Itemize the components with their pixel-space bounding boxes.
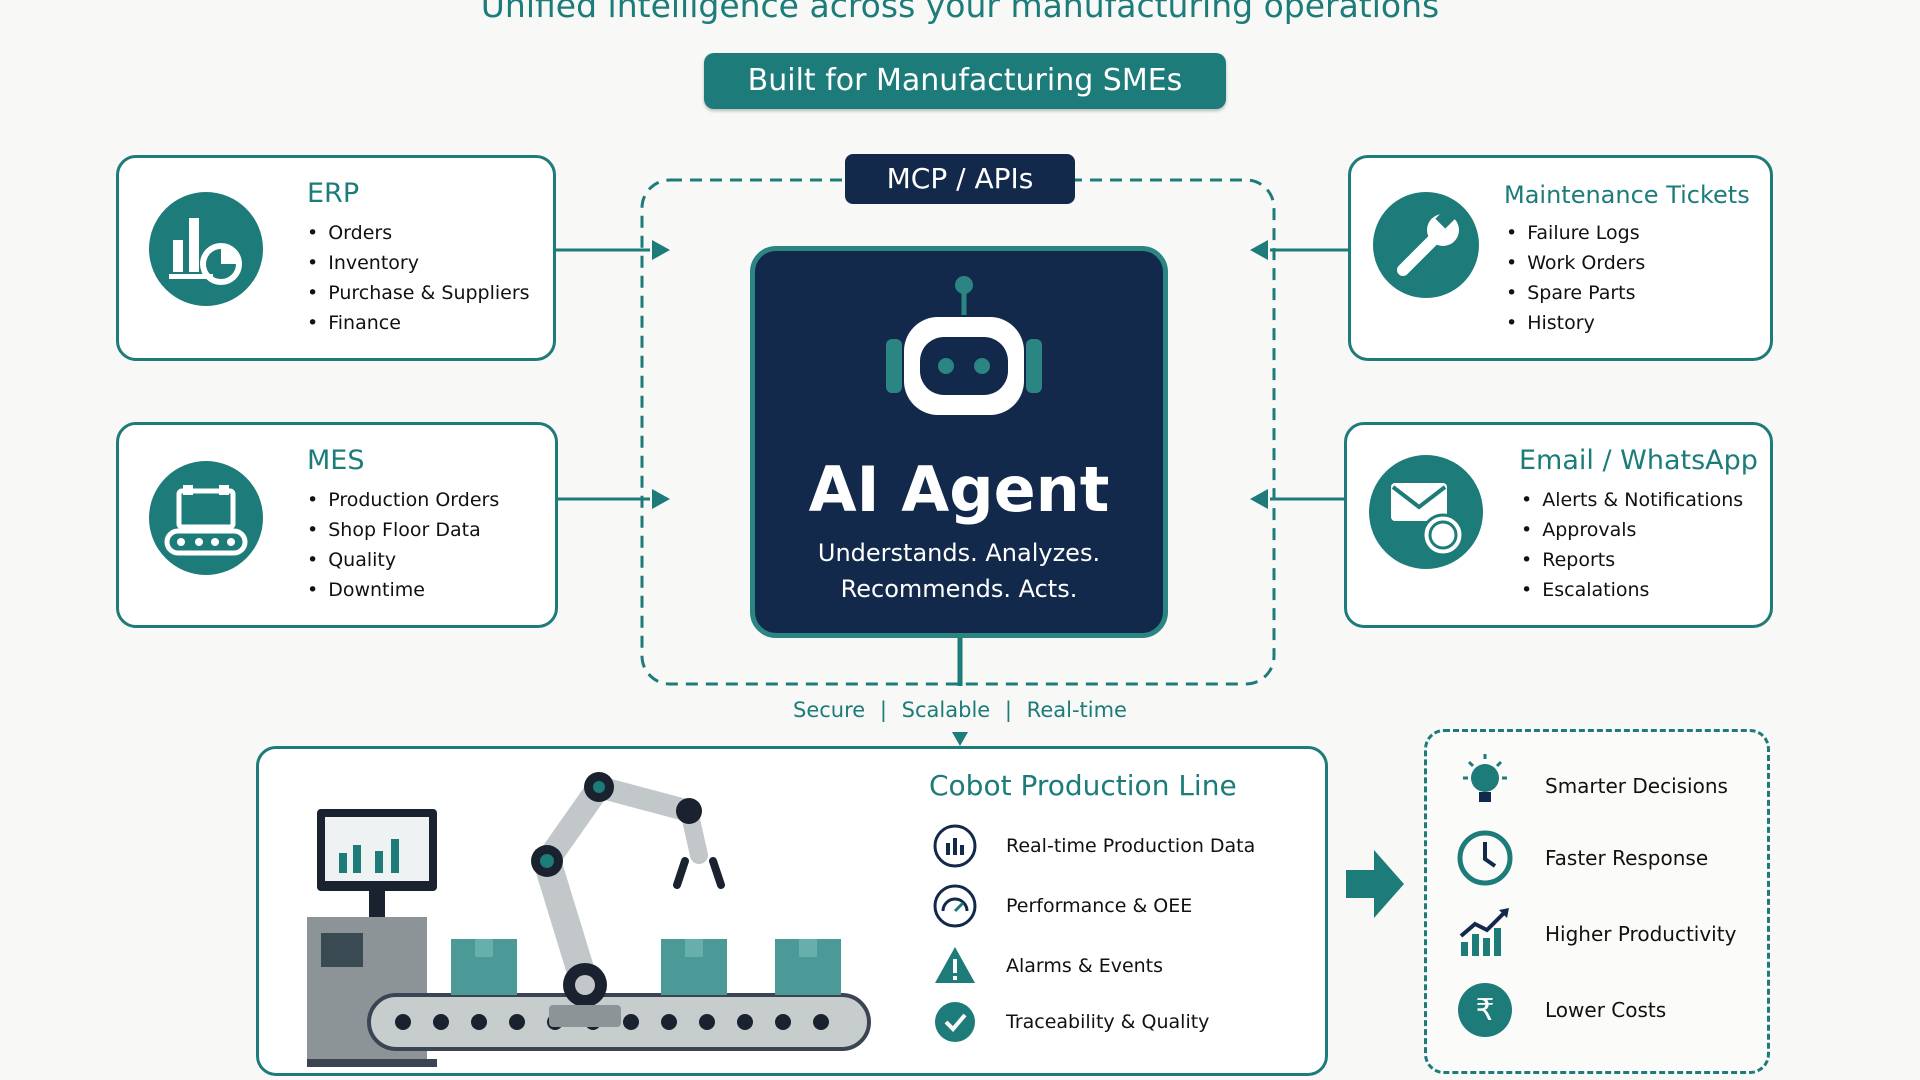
list-item: Reports xyxy=(1521,545,1743,575)
list-item: Orders xyxy=(307,218,530,248)
bar-chart-icon xyxy=(933,824,977,868)
maintenance-title: Maintenance Tickets xyxy=(1504,181,1750,209)
maintenance-list: Failure Logs Work Orders Spare Parts His… xyxy=(1506,218,1645,338)
list-item: Alerts & Notifications xyxy=(1521,485,1743,515)
erp-title: ERP xyxy=(307,178,360,209)
robot-arm xyxy=(531,772,725,1027)
bar-pie-chart-icon xyxy=(169,218,242,285)
mcp-apis-label: MCP / APIs xyxy=(845,154,1075,204)
tagline: Secure | Scalable | Real-time xyxy=(700,698,1220,722)
maintenance-card: Maintenance Tickets Failure Logs Work Or… xyxy=(1348,155,1773,361)
clock-icon xyxy=(1457,830,1513,886)
list-item: Escalations xyxy=(1521,575,1743,605)
comms-title: Email / WhatsApp xyxy=(1519,445,1758,476)
agent-line-1: Understands. Analyzes. xyxy=(817,539,1101,567)
list-item: Spare Parts xyxy=(1506,278,1645,308)
growth-chart-icon xyxy=(1459,908,1509,956)
erp-card: ERP Orders Inventory Purchase & Supplier… xyxy=(116,155,556,361)
comms-list: Alerts & Notifications Approvals Reports… xyxy=(1521,485,1743,605)
mes-arrow xyxy=(652,489,670,509)
lightbulb-icon xyxy=(1463,754,1507,802)
robot-head-icon xyxy=(886,276,1042,415)
sme-badge: Built for Manufacturing SMEs xyxy=(704,53,1226,109)
sme-badge-label: Built for Manufacturing SMEs xyxy=(747,63,1183,98)
svg-text:₹: ₹ xyxy=(1475,993,1494,1028)
list-item: Finance xyxy=(307,308,530,338)
cobot-card: Cobot Production Line Real-time Producti… xyxy=(256,746,1328,1076)
conveyor-icon xyxy=(164,485,248,556)
cobot-illustration xyxy=(307,772,871,1067)
benefit-response: Faster Response xyxy=(1545,846,1709,870)
list-item: Shop Floor Data xyxy=(307,515,499,545)
benefits-panel: Smarter Decisions Faster Response Higher… xyxy=(1424,729,1770,1074)
mes-title: MES xyxy=(307,445,365,476)
list-item: Inventory xyxy=(307,248,530,278)
list-item: Approvals xyxy=(1521,515,1743,545)
tagline-secure: Secure xyxy=(793,698,866,722)
agent-line-2: Recommends. Acts. xyxy=(840,575,1078,603)
mes-list: Production Orders Shop Floor Data Qualit… xyxy=(307,485,499,605)
erp-list: Orders Inventory Purchase & Suppliers Fi… xyxy=(307,218,530,338)
tagline-scalable: Scalable xyxy=(901,698,991,722)
feature-traceability: Traceability & Quality xyxy=(1006,1011,1210,1033)
list-item: Production Orders xyxy=(307,485,499,515)
rupee-icon: ₹ xyxy=(1458,983,1512,1037)
comms-icon-circle xyxy=(1369,455,1483,569)
envelope-whatsapp-icon xyxy=(1391,483,1465,557)
tagline-realtime: Real-time xyxy=(1026,698,1127,722)
feature-realtime-data: Real-time Production Data xyxy=(1006,835,1256,857)
feature-oee: Performance & OEE xyxy=(1006,895,1193,917)
down-arrow xyxy=(952,732,968,746)
check-circle-icon xyxy=(935,1002,975,1042)
warning-icon xyxy=(935,947,975,983)
speedometer-icon xyxy=(933,884,977,928)
erp-arrow xyxy=(652,240,670,260)
list-item: Quality xyxy=(307,545,499,575)
list-item: Purchase & Suppliers xyxy=(307,278,529,308)
comms-card: Email / WhatsApp Alerts & Notifications … xyxy=(1344,422,1773,628)
feature-alarms: Alarms & Events xyxy=(1006,955,1164,977)
list-item: History xyxy=(1506,308,1645,338)
mes-icon-circle xyxy=(149,461,263,575)
list-item: Downtime xyxy=(307,575,499,605)
benefit-productivity: Higher Productivity xyxy=(1545,922,1737,946)
erp-icon-circle xyxy=(149,192,263,306)
tagline-separator: | xyxy=(1004,698,1012,722)
wrench-icon xyxy=(1397,207,1459,276)
maintenance-icon-circle xyxy=(1373,192,1479,298)
maintenance-arrow xyxy=(1250,240,1268,260)
list-item: Work Orders xyxy=(1506,248,1645,278)
benefit-decisions: Smarter Decisions xyxy=(1545,774,1728,798)
list-item: Failure Logs xyxy=(1506,218,1645,248)
tagline-separator: | xyxy=(879,698,887,722)
agent-title: AI Agent xyxy=(808,453,1110,526)
benefits-arrow xyxy=(1346,850,1404,918)
benefit-costs: Lower Costs xyxy=(1545,998,1667,1022)
cobot-title: Cobot Production Line xyxy=(929,769,1237,802)
ai-agent-card: AI Agent Understands. Analyzes. Recommen… xyxy=(750,246,1168,638)
mcp-apis-text: MCP / APIs xyxy=(886,162,1034,195)
page-title: Unified intelligence across your manufac… xyxy=(480,0,1440,25)
mes-card: MES Production Orders Shop Floor Data Qu… xyxy=(116,422,558,628)
comms-arrow xyxy=(1250,489,1268,509)
